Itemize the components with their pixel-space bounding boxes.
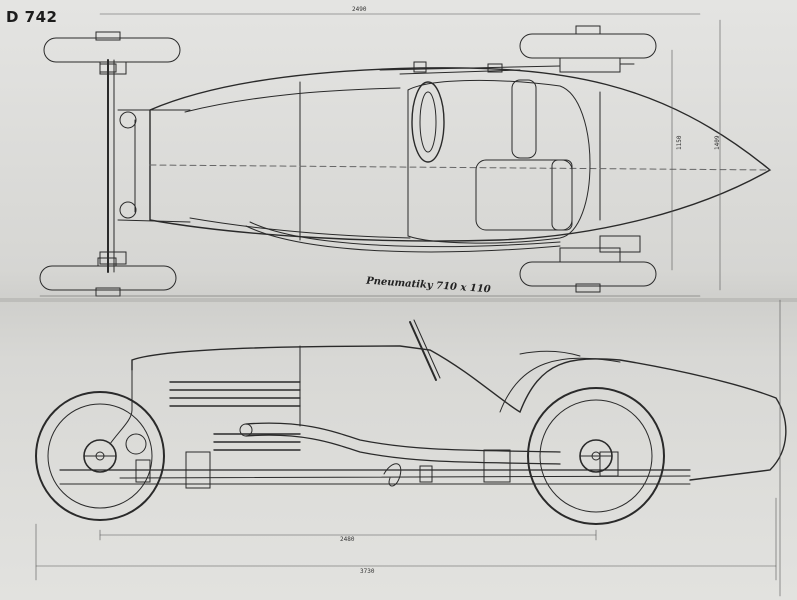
rear-wheel-side xyxy=(527,387,665,525)
chassis-frame xyxy=(59,469,691,485)
drawing-code: D 742 xyxy=(6,8,58,26)
dim-side-overall: 3730 xyxy=(360,568,375,575)
dim-side-wheelbase: 2480 xyxy=(340,536,355,543)
windscreen-side xyxy=(409,319,441,381)
side-view xyxy=(35,299,787,597)
plan-dimension-lines xyxy=(39,13,721,297)
side-dimension-lines xyxy=(35,299,781,597)
exhaust-pipe xyxy=(239,422,561,465)
body-outline-side xyxy=(109,345,787,481)
dim-top-overall: 2490 xyxy=(352,6,367,13)
rear-right-wheel-plan xyxy=(519,235,657,293)
front-wheel-side xyxy=(35,391,165,521)
cockpit-plan xyxy=(407,79,591,244)
dim-top-width-a: 1150 xyxy=(676,135,683,150)
rear-linkage-plan xyxy=(379,61,561,75)
rear-left-wheel-plan xyxy=(519,25,657,73)
body-outline-plan xyxy=(149,67,772,253)
springs-and-fittings xyxy=(135,449,619,489)
dim-top-width-b: 1409 xyxy=(714,135,721,150)
plan-view xyxy=(39,13,772,297)
front-axle-assembly xyxy=(99,59,191,273)
bonnet-louvres xyxy=(169,381,301,451)
front-left-wheel-plan xyxy=(43,31,181,73)
